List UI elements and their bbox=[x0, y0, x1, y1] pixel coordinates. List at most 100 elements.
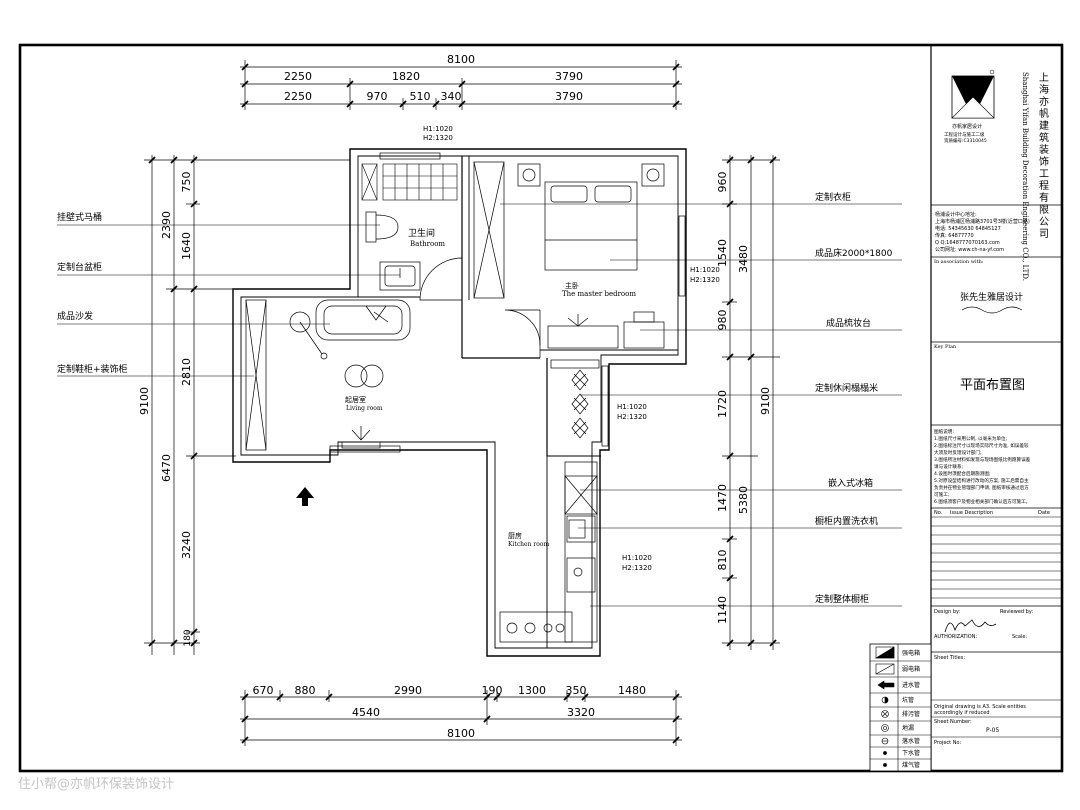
dim-right-in-5: 810 bbox=[716, 550, 729, 571]
floor-drain-icon bbox=[881, 724, 889, 732]
dim-right-in-0: 960 bbox=[716, 172, 729, 193]
note-6: 4.设图时须配合后期施测图; bbox=[934, 470, 991, 477]
note-9: 可施工; bbox=[934, 491, 950, 498]
master-label-cn: 主卧 bbox=[565, 281, 579, 290]
legend-8: 煤气管 bbox=[902, 761, 920, 769]
contact-5: 公司网址: www.ch-na-yf.com bbox=[935, 246, 1004, 253]
bathroom-label-en: Bathroom bbox=[410, 240, 445, 248]
contact-3: 传真: 64877770 bbox=[935, 232, 974, 239]
top-dimensions bbox=[240, 60, 682, 110]
dim-top-total: 8100 bbox=[447, 53, 475, 66]
water-inlet-icon bbox=[877, 680, 895, 690]
legend-1: 弱电箱 bbox=[902, 665, 920, 673]
company-name-cn: 上海亦帆建筑装饰工程有限公司 bbox=[1037, 72, 1049, 240]
callout-kitchen-cabinet: 定制整体橱柜 bbox=[815, 593, 869, 605]
toilet-icon bbox=[365, 211, 399, 243]
height-mark-balcony-h1: H1:1020 bbox=[617, 403, 647, 411]
bathroom-label-cn: 卫生间 bbox=[408, 227, 435, 239]
note-1: 1.图纸尺寸采用公制, 以毫米为单位; bbox=[934, 435, 1008, 442]
drain-pipe-icon bbox=[883, 751, 887, 755]
dim-bot-r1-3: 190 bbox=[482, 684, 503, 697]
signature-mark bbox=[944, 619, 997, 633]
height-mark-kitchen-h1: H1:1020 bbox=[622, 554, 652, 562]
logo-sub1: 工程设计与施工二级 bbox=[944, 131, 985, 138]
dim-right-mid-0: 3480 bbox=[737, 245, 750, 273]
master-label-en: The master bedroom bbox=[562, 290, 636, 298]
note-7: 5.对原设型结构进行改动的方案, 施工后需自主 bbox=[934, 477, 1029, 484]
logo-caption: 亦帆家居设计 bbox=[952, 123, 982, 130]
project-no: Project No: bbox=[934, 740, 961, 746]
contact-1: 上海市杨浦区杨浦路3701号3楼(近营口路) bbox=[935, 218, 1030, 225]
client-name: 张先生雅居设计 bbox=[960, 291, 1023, 303]
callout-washer: 橱柜内置洗衣机 bbox=[815, 515, 878, 527]
weak-box-icon bbox=[875, 663, 895, 675]
living-label-cn: 起居室 bbox=[345, 395, 366, 404]
sheet-border bbox=[18, 43, 1064, 773]
note-4: 3.图纸所注材料如发现与现场图纸比例跑算误差 bbox=[934, 456, 1031, 463]
in-association: In association with: bbox=[934, 259, 984, 265]
entrance-arrow-icon bbox=[296, 487, 314, 506]
note-3: 大须及时反馈设计部门; bbox=[934, 449, 982, 456]
vanity-basin-icon bbox=[379, 261, 421, 291]
title-block: 亦帆家居设计 工程设计与施工二级 资质编号:C3310045 上海亦帆建筑装饰工… bbox=[931, 69, 1062, 746]
company-logo bbox=[951, 69, 995, 119]
dim-bot-r1-6: 1480 bbox=[618, 684, 646, 697]
dim-right-mid-1: 5380 bbox=[737, 486, 750, 514]
dim-left-in-2: 2810 bbox=[180, 358, 193, 386]
issue-rows bbox=[931, 525, 1062, 599]
issue-desc: Issue Description bbox=[950, 510, 993, 516]
height-mark-bedroom-h2: H2:1320 bbox=[690, 276, 720, 284]
sewage-pipe-icon bbox=[881, 710, 889, 718]
legend-5: 地漏 bbox=[902, 724, 914, 732]
legend: 强电箱 弱电箱 进水管 坑管 排污管 地漏 落水管 下水管 煤气管 bbox=[869, 643, 932, 772]
height-mark-top-h1: H1:1020 bbox=[423, 125, 453, 133]
kitchen-cabinet bbox=[499, 461, 598, 643]
dim-right-in-3: 1720 bbox=[716, 390, 729, 418]
logo-sub2: 资质编号:C3310045 bbox=[944, 137, 987, 144]
callout-wall-toilet: 挂壁式马桶 bbox=[57, 211, 102, 223]
tatami-plants bbox=[550, 359, 600, 439]
company-name-en: Shanghai Yifan Building Decoration Engin… bbox=[1021, 72, 1029, 281]
note-10: 6.图纸须客户及物业相关部门确认后方可施工。 bbox=[934, 498, 1030, 505]
callout-vanity: 定制台盆柜 bbox=[57, 261, 102, 273]
callout-dressing-table: 成品梳妆台 bbox=[826, 317, 871, 329]
reviewed-by: Reviewed by: bbox=[1000, 609, 1033, 615]
legend-7: 下水管 bbox=[902, 749, 920, 757]
note-5: 请与设计联系; bbox=[934, 463, 964, 470]
dim-top-r2-1: 970 bbox=[367, 90, 388, 103]
dim-right-in-1: 1540 bbox=[716, 239, 729, 267]
issue-no: No. bbox=[934, 510, 943, 516]
legend-2: 进水管 bbox=[902, 681, 920, 689]
windows bbox=[329, 152, 686, 453]
shower-tile-area bbox=[382, 163, 458, 201]
walls bbox=[232, 148, 687, 657]
height-mark-balcony-h2: H2:1320 bbox=[617, 413, 647, 421]
dim-bot-r1-5: 350 bbox=[566, 684, 587, 697]
authorization: AUTHORIZATION: bbox=[934, 634, 977, 640]
dim-right-in-4: 1470 bbox=[716, 484, 729, 512]
contact-4: Q Q:1648777070163.com bbox=[935, 240, 1000, 246]
coffee-table-icon bbox=[344, 364, 384, 388]
note-0: 图纸说明: bbox=[934, 428, 954, 435]
orig-note-1: Original drawing is A3. Scale entities bbox=[934, 704, 1026, 710]
sofa-icon bbox=[315, 299, 411, 341]
dim-top-r2-2: 510 bbox=[410, 90, 431, 103]
dim-bot-r1-1: 880 bbox=[295, 684, 316, 697]
dim-left-in-0: 750 bbox=[180, 172, 193, 193]
left-callout-lines bbox=[57, 224, 400, 377]
dim-right-in-6: 1140 bbox=[716, 596, 729, 624]
dim-top-r1-0: 2250 bbox=[284, 70, 312, 83]
dim-bot-r1-4: 1300 bbox=[518, 684, 546, 697]
dressing-table-icon bbox=[547, 311, 665, 349]
sheet-titles: Sheet Titles: bbox=[934, 655, 965, 661]
dim-left-in-4: 180 bbox=[183, 629, 193, 646]
sheet-number-value: P-05 bbox=[986, 727, 999, 734]
legend-symbols bbox=[874, 646, 895, 767]
dim-right-outer: 9100 bbox=[759, 387, 772, 415]
legend-6: 落水管 bbox=[902, 737, 920, 745]
height-mark-kitchen-h2: H2:1320 bbox=[622, 564, 652, 572]
orig-note-2: accordingly if reduced bbox=[934, 710, 990, 716]
dim-bot-total: 8100 bbox=[447, 727, 475, 740]
dim-left-outer: 9100 bbox=[138, 387, 151, 415]
